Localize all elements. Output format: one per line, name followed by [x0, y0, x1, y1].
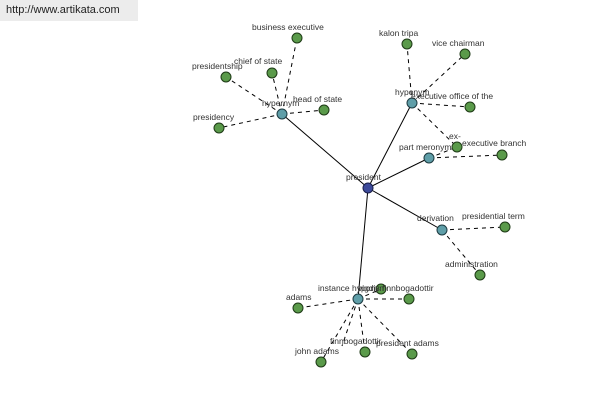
edges	[218, 37, 506, 363]
edge-hypernym-head-of-state	[281, 109, 325, 115]
label-presidentship: presidentship	[192, 61, 243, 71]
node-presidential-term[interactable]	[499, 221, 511, 233]
label-president: president	[346, 172, 382, 182]
edge-hyponym-kalon-tripa	[406, 43, 413, 104]
edge-derivation-presidential-term	[441, 226, 506, 231]
node-vice-chairman[interactable]	[459, 48, 471, 60]
node-finnbogadottir-top[interactable]	[403, 293, 415, 305]
node-executive-branch[interactable]	[496, 149, 508, 161]
node-instance-hyponym[interactable]	[352, 293, 364, 305]
label-executive-branch: executive branch	[462, 138, 527, 148]
edge-hypernym-presidentship	[225, 76, 283, 115]
node-hypernym[interactable]	[276, 108, 288, 120]
node-hyponym[interactable]	[406, 97, 418, 109]
labels: president hypernym hyponym part meronym …	[192, 22, 527, 356]
edge-center-part-meronym	[367, 157, 430, 189]
label-president-adams: president adams	[376, 338, 439, 348]
label-chief-of-state: chief of state	[234, 56, 282, 66]
node-head-of-state[interactable]	[318, 104, 330, 116]
label-adams: adams	[286, 292, 312, 302]
label-john-adams: john adams	[294, 346, 339, 356]
label-hyponym: hyponym	[395, 87, 430, 97]
node-executive-office[interactable]	[464, 101, 476, 113]
label-vice-chairman: vice chairman	[432, 38, 485, 48]
label-instance-hyponym: instance hyponym	[318, 283, 387, 293]
edge-instance-john-adams-2	[341, 298, 359, 347]
label-vigdis-finnbogadottir: vigdis finnbogadottir	[358, 283, 434, 293]
node-adams[interactable]	[292, 302, 304, 314]
node-chief-of-state[interactable]	[266, 67, 278, 79]
edge-hypernym-business-executive	[281, 37, 298, 115]
label-executive-office: executive office of the	[411, 91, 493, 101]
edge-hypernym-presidency	[218, 113, 283, 129]
label-derivation: derivation	[417, 213, 454, 223]
nodes	[213, 32, 511, 368]
node-part-meronym[interactable]	[423, 152, 435, 164]
label-part-meronym: part meronym	[399, 142, 451, 152]
edge-instance-adams	[297, 298, 359, 309]
node-presidency[interactable]	[213, 122, 225, 134]
node-business-executive[interactable]	[291, 32, 303, 44]
label-administration: administration	[445, 259, 498, 269]
label-finnbogadottir: finnbogadottir	[330, 336, 382, 346]
node-presidentship[interactable]	[220, 71, 232, 83]
label-ex: ex-	[449, 131, 461, 141]
edge-center-derivation	[367, 187, 443, 231]
url-text[interactable]: http://www.artikata.com	[6, 4, 120, 16]
edge-instance-finnbogadottir	[357, 298, 366, 353]
node-finnbogadottir[interactable]	[359, 346, 371, 358]
edge-center-instance-hyponym	[357, 187, 369, 300]
label-business-executive: business executive	[252, 22, 324, 32]
edge-instance-president-adams	[357, 298, 413, 355]
edge-hyponym-executive-office	[411, 102, 471, 108]
label-presidency: presidency	[193, 112, 235, 122]
label-head-of-state: head of state	[293, 94, 342, 104]
node-derivation[interactable]	[436, 224, 448, 236]
edge-meronym-executive-branch	[428, 154, 503, 159]
node-vigdis-finnbogadottir[interactable]	[375, 283, 387, 295]
label-hypernym: hypernym	[262, 98, 299, 108]
label-kalon-tripa: kalon tripa	[379, 28, 418, 38]
edge-derivation-administration	[441, 229, 481, 276]
edge-hyponym-ex	[411, 102, 458, 148]
node-ex[interactable]	[451, 141, 463, 153]
edge-hypernym-chief-of-state	[271, 72, 283, 115]
node-john-adams[interactable]	[315, 356, 327, 368]
edge-center-hyponym	[367, 102, 413, 189]
node-kalon-tripa[interactable]	[401, 38, 413, 50]
url-bar: http://www.artikata.com	[0, 0, 138, 21]
node-president[interactable]	[362, 182, 374, 194]
edge-center-hypernym	[281, 113, 369, 189]
node-administration[interactable]	[474, 269, 486, 281]
node-president-adams[interactable]	[406, 348, 418, 360]
label-presidential-term: presidential term	[462, 211, 525, 221]
